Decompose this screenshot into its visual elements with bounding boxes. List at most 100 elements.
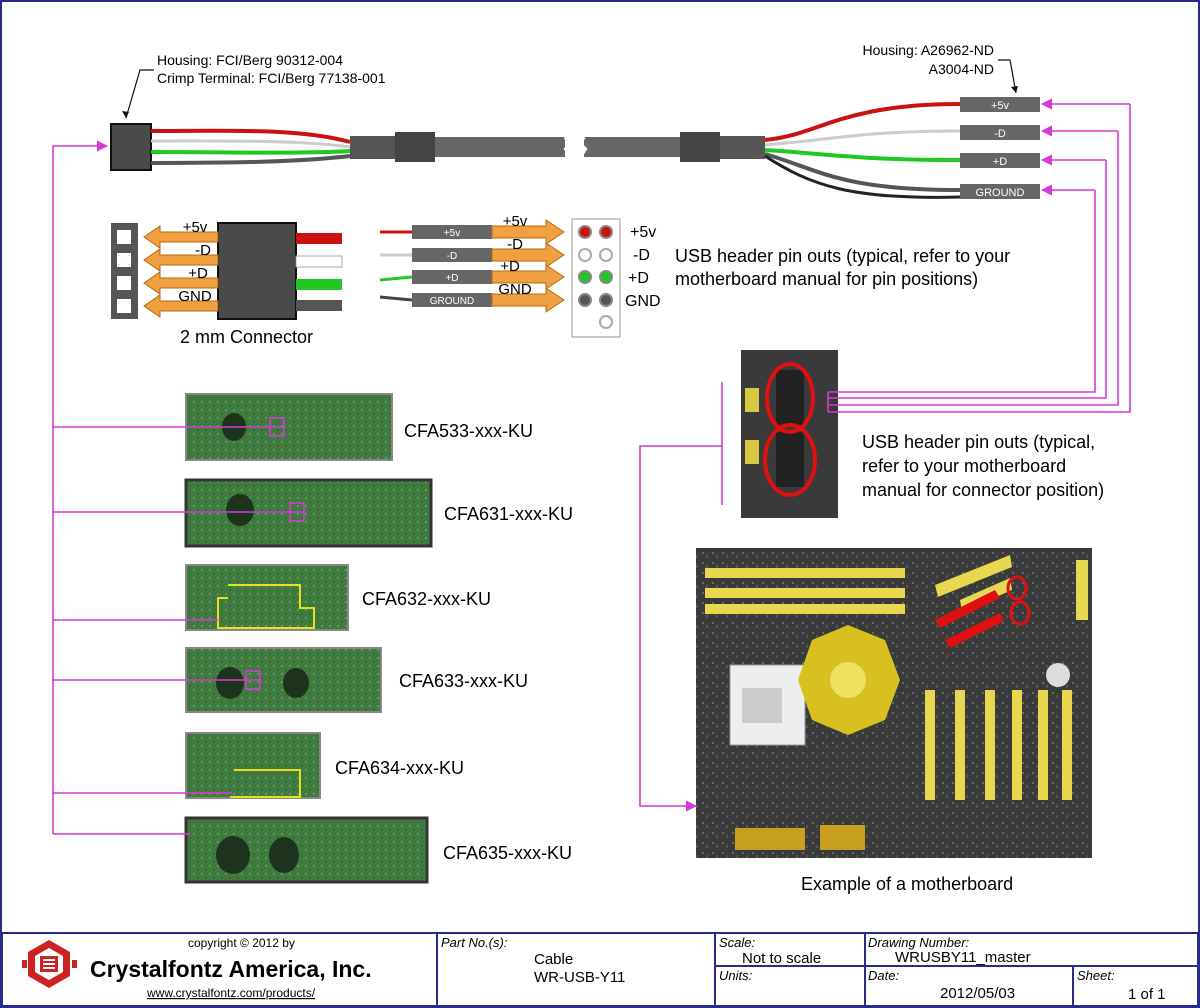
ide-connector [1076,560,1088,620]
tag-ground-text: GROUND [976,187,1025,199]
module-lcd-cfa635-b [269,837,299,873]
tb-part-no-line-1: Cable [534,951,573,968]
stub-white [295,255,343,268]
battery [1046,663,1070,687]
pin-label-5v: +5v [183,219,208,236]
connector-mark-cfa533 [269,417,285,437]
dimm-slot-1 [705,568,905,578]
right-housing-label-2: A3004-ND [929,61,994,77]
mb-highlight-2 [1009,600,1031,626]
mb-highlight-1 [1006,575,1028,601]
module-label-cfa634: CFA634-xxx-KU [335,758,464,778]
connection-lines [52,98,1131,835]
header-row-label-minus-d: -D [633,247,650,264]
serial-port [820,825,865,850]
closeup-yellow-1 [745,388,759,412]
header-arrow-minus-d [491,242,565,268]
header-pin-gnd-b [599,293,613,307]
header-arrow-label-minus-d: -D [507,236,523,253]
module-boards [184,393,433,884]
tag-5v-text: +5v [991,100,1010,112]
header-pin-minus-d-a [578,248,592,262]
header-pin-5v-a [578,225,592,239]
module-label-cfa533: CFA533-xxx-KU [404,421,533,441]
pci-slot-5 [1038,690,1048,800]
pci-slot-2 [955,690,965,800]
header-pin-5v-b [599,225,613,239]
mb-arrow-1 [935,590,1000,628]
sleeve-right-2 [680,132,720,162]
agp-slot-1 [935,555,1012,597]
wire-white-right [764,129,961,147]
title-block: copyright © 2012 by Crystalfontz America… [1,932,1199,1007]
pinout-tag-plus-d [412,270,492,284]
module-photo-cfa631 [184,478,433,548]
tb-part-no-line-2: WR-USB-Y11 [534,969,625,986]
parallel-port [735,828,805,850]
link-minus-d [828,131,1119,406]
module-outline-cfa632 [217,584,315,629]
tb-sheet-value: 1 of 1 [1128,986,1166,1003]
left-housing-leader [125,69,154,119]
link-5v [828,104,1131,413]
wire-gray-left [150,154,351,165]
pin-label-gnd: GND [178,288,212,305]
module-label-cfa633: CFA633-xxx-KU [399,671,528,691]
pci-slot-1 [925,690,935,800]
break-right [576,135,588,159]
pinout-tag-5v [412,225,492,239]
sleeve-left-1 [350,136,395,159]
module-lcd-cfa633-b [283,668,309,698]
header-row-label-plus-d: +D [628,270,649,287]
closeup-header-2 [776,432,804,487]
pci-slot-6 [1062,690,1072,800]
tag-minus-d [960,125,1040,140]
pci-slot-4 [1012,690,1022,800]
module-label-cfa635: CFA635-xxx-KU [443,843,572,863]
tag-plus-d [960,153,1040,168]
pinout-tag-plus-d-text: +D [445,273,458,284]
pinout-tag-minus-d [412,248,492,262]
tb-company: Crystalfontz America, Inc. [90,956,372,982]
pinout-note-line-2: motherboard manual for pin positions) [675,269,978,289]
wire-green-right [764,148,961,162]
header-row-label-5v: +5v [630,224,656,241]
pinout-tag-5v-text: +5v [444,228,460,239]
tag-5v [960,97,1040,112]
connector-note-line-1: USB header pin outs (typical, [862,432,1095,452]
title-block-frame [1,932,1199,1007]
header-arrow-plus-d [491,264,565,290]
header-closeup-photo [741,350,838,518]
header-row-label-gnd: GND [625,293,661,310]
connector-mark-cfa633 [245,670,261,690]
connector-mark-cfa631 [289,502,305,522]
tb-part-no-label: Part No.(s): [441,935,508,950]
module-photo-cfa632 [185,564,349,631]
header-arrow-gnd [491,287,565,313]
cable-left [435,137,565,157]
tb-url[interactable]: www.crystalfontz.com/products/ [146,986,316,1000]
cpu-socket-center [742,688,782,723]
pinout-wire-black [379,295,413,302]
header-pinout-detail: +5v -D +D GROUND +5v -D +D GND +5v -D +D… [379,213,661,338]
tb-drawing-value: WRUSBY11_master [895,949,1031,966]
connector-note-line-3: manual for connector position) [862,480,1104,500]
tb-units-label: Units: [719,968,753,983]
module-outline-cfa634 [230,769,301,798]
header-pin-plus-d-a [578,270,592,284]
left-housing-label: Housing: FCI/Berg 90312-004 [157,52,343,68]
cable-right [584,137,680,157]
right-housing-leader [998,59,1017,94]
pin-hole-3 [117,276,131,290]
sleeve-right-1 [720,136,765,159]
closeup-highlight-1 [765,362,815,434]
wire-white-left [150,139,351,149]
wire-black-right [764,154,961,199]
pin-hole-4 [117,299,131,313]
link-plus-d [828,160,1107,399]
pin-arrow-gnd [143,294,219,318]
connector-note-line-2: refer to your motherboard [862,456,1066,476]
cable-assembly: +5v -D +D GROUND [110,97,1040,199]
left-trunk [52,140,109,834]
